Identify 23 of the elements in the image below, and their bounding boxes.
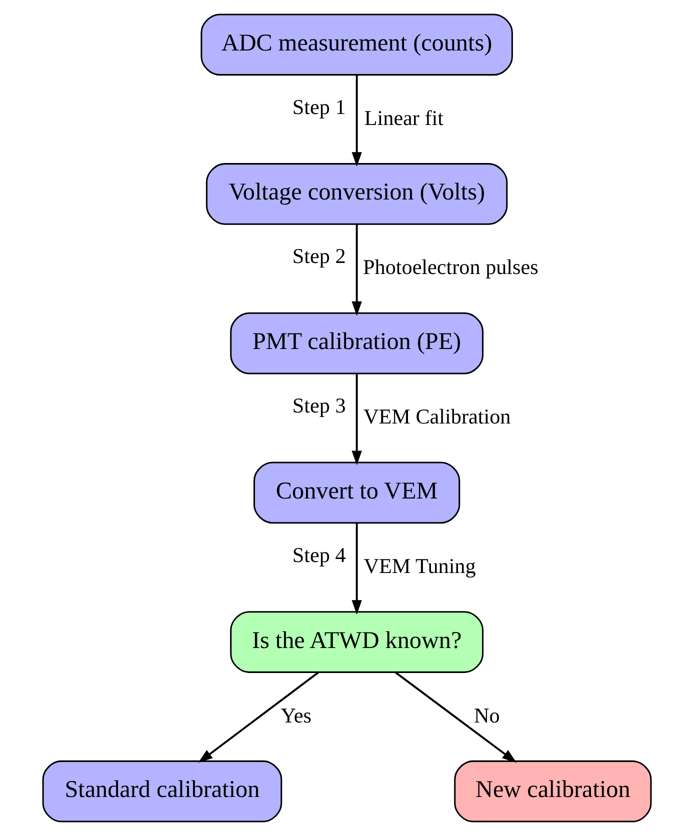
label: Step 4 [292, 542, 346, 567]
arrow [352, 75, 362, 167]
arrow [352, 224, 362, 316]
arrow [394, 672, 517, 763]
node-box: Standard calibration [42, 760, 282, 822]
node-box: New calibration [454, 760, 652, 822]
node-box: Convert to VEM [253, 462, 460, 524]
edge-label: Linear fit [364, 106, 444, 130]
arrow [352, 374, 362, 466]
arrow [352, 523, 362, 615]
node-box: Is the ATWD known? [230, 611, 484, 673]
node-box: Voltage conversion (Volts) [206, 163, 508, 225]
arrow [198, 672, 319, 763]
label: Step 1 [292, 94, 346, 119]
label: Step 2 [292, 244, 346, 268]
node-box: ADC measurement (counts) [200, 14, 513, 76]
edge-label: VEM Calibration [364, 404, 511, 429]
edge-label: No [474, 703, 500, 728]
edge-label: Photoelectron pulses [363, 255, 538, 280]
edge-label: VEM Tuning [364, 554, 476, 578]
node-box: PMT calibration (PE) [230, 312, 484, 374]
label: Step 3 [292, 393, 346, 418]
edge-label: Yes [280, 703, 312, 728]
